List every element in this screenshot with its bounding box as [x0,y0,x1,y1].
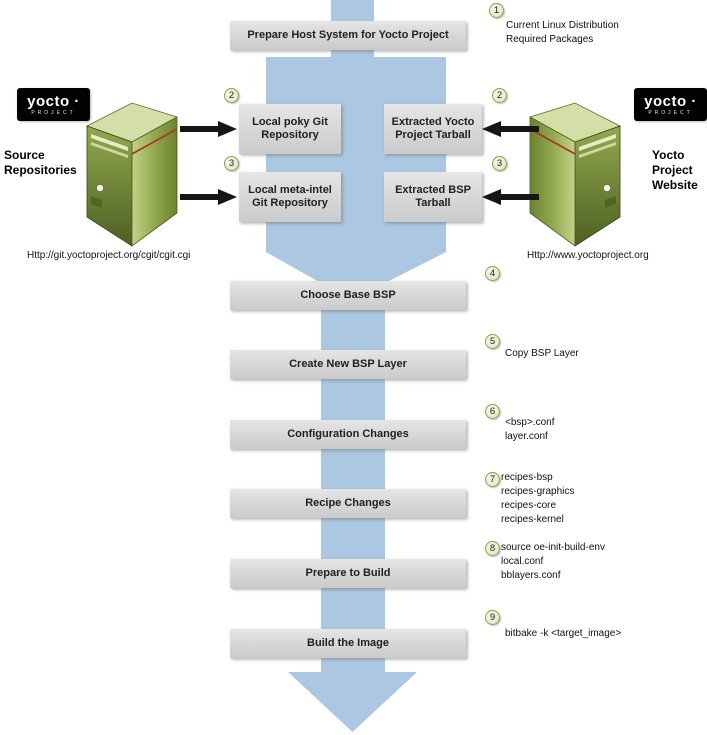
arrow-repo-to-meta-intel-icon [180,189,237,205]
note-line: Current Linux Distribution [506,20,619,31]
yocto-logo-subtext: PROJECT [31,109,76,116]
step-box-label: Extracted BSP Tarball [395,184,471,209]
step-box-extracted-bsp-tarball: Extracted BSP Tarball [384,172,482,222]
note-line: bitbake -k <target_image> [505,628,622,639]
arrow-website-to-yocto-tarball-icon [482,121,539,137]
label-yocto-project-website: Yocto Project Website [652,148,698,192]
step-number-1: 1 [489,3,504,18]
url-yocto-project-website: Http://www.yoctoproject.org [527,250,649,261]
step5-notes: Copy BSP Layer [505,347,579,361]
step-box-create-new-bsp-layer: Create New BSP Layer [230,350,466,379]
label-source-repositories: Source Repositories [4,148,77,177]
server-tower-left-icon [85,102,179,247]
step-number-9: 9 [485,610,500,625]
yocto-logo-text: yocto · [644,92,697,110]
step-box-prepare-host: Prepare Host System for Yocto Project [230,21,466,50]
step-number-text: 8 [489,543,496,554]
step-number-text: 3 [228,158,235,169]
step1-notes: Current Linux Distribution Required Pack… [506,19,619,47]
yocto-logo-right: yocto · PROJECT [634,88,707,121]
step-number-3-left: 3 [224,156,239,171]
step-number-text: 2 [228,90,235,101]
step-box-choose-base-bsp: Choose Base BSP [230,281,466,310]
step-box-label: Create New BSP Layer [289,358,407,370]
step-number-text: 5 [489,336,496,347]
step-number-2-right: 2 [492,88,507,103]
step-box-build-the-image: Build the Image [230,629,466,658]
step-box-prepare-to-build: Prepare to Build [230,559,466,588]
note-line: Copy BSP Layer [505,348,579,359]
step-number-text: 9 [489,612,496,623]
step-number-text: 2 [496,90,503,101]
step-box-label: Local meta-intel Git Repository [248,184,332,209]
step-box-label: Prepare Host System for Yocto Project [247,29,449,41]
step-number-5: 5 [485,334,500,349]
note-line: <bsp>.conf [505,417,555,428]
step-number-text: 1 [493,5,500,16]
step-number-text: 7 [489,474,496,485]
step-box-configuration-changes: Configuration Changes [230,420,466,449]
step-number-8: 8 [485,541,500,556]
step-box-label: Prepare to Build [305,567,391,579]
note-line: source oe-init-build-env [501,542,605,553]
step-box-label: Configuration Changes [287,428,409,440]
step8-notes: source oe-init-build-env local.conf bbla… [501,541,605,583]
step6-notes: <bsp>.conf layer.conf [505,416,554,444]
url-source-repositories: Http://git.yoctoproject.org/cgit/cgit.cg… [27,250,191,261]
arrow-website-to-bsp-tarball-icon [482,189,539,205]
note-line: Required Packages [506,34,594,45]
note-line: local.conf [501,556,544,567]
step-box-label: Choose Base BSP [300,289,396,301]
step7-notes: recipes-bsp recipes-graphics recipes-cor… [501,471,574,527]
yocto-logo-subtext: PROJECT [648,109,693,116]
note-line: recipes-core [501,500,557,511]
note-line: recipes-graphics [501,486,575,497]
step-box-label: Recipe Changes [305,497,391,509]
step-box-label: Local poky Git Repository [252,116,328,141]
yocto-logo-text: yocto · [27,92,80,110]
step-number-3-right: 3 [492,156,507,171]
step-number-text: 3 [496,158,503,169]
step-number-text: 4 [489,268,496,279]
step-number-7: 7 [485,472,500,487]
yocto-logo-left: yocto · PROJECT [17,88,90,121]
arrow-repo-to-poky-icon [180,121,237,137]
note-line: bblayers.conf [501,570,561,581]
server-tower-right-icon [528,102,622,247]
step-box-extracted-yocto-tarball: Extracted Yocto Project Tarball [384,104,482,154]
step-box-recipe-changes: Recipe Changes [230,489,466,518]
step-box-local-meta-intel: Local meta-intel Git Repository [239,172,341,222]
step-number-2-left: 2 [224,88,239,103]
step-box-label: Build the Image [307,637,389,649]
note-line: recipes-kernel [501,514,564,525]
step-box-label: Extracted Yocto Project Tarball [391,116,475,141]
step9-notes: bitbake -k <target_image> [505,627,621,641]
step-number-text: 6 [489,406,496,417]
step-number-6: 6 [485,404,500,419]
step-number-4: 4 [485,266,500,281]
note-line: layer.conf [505,431,548,442]
note-line: recipes-bsp [501,472,553,483]
step-box-local-poky: Local poky Git Repository [239,104,341,154]
